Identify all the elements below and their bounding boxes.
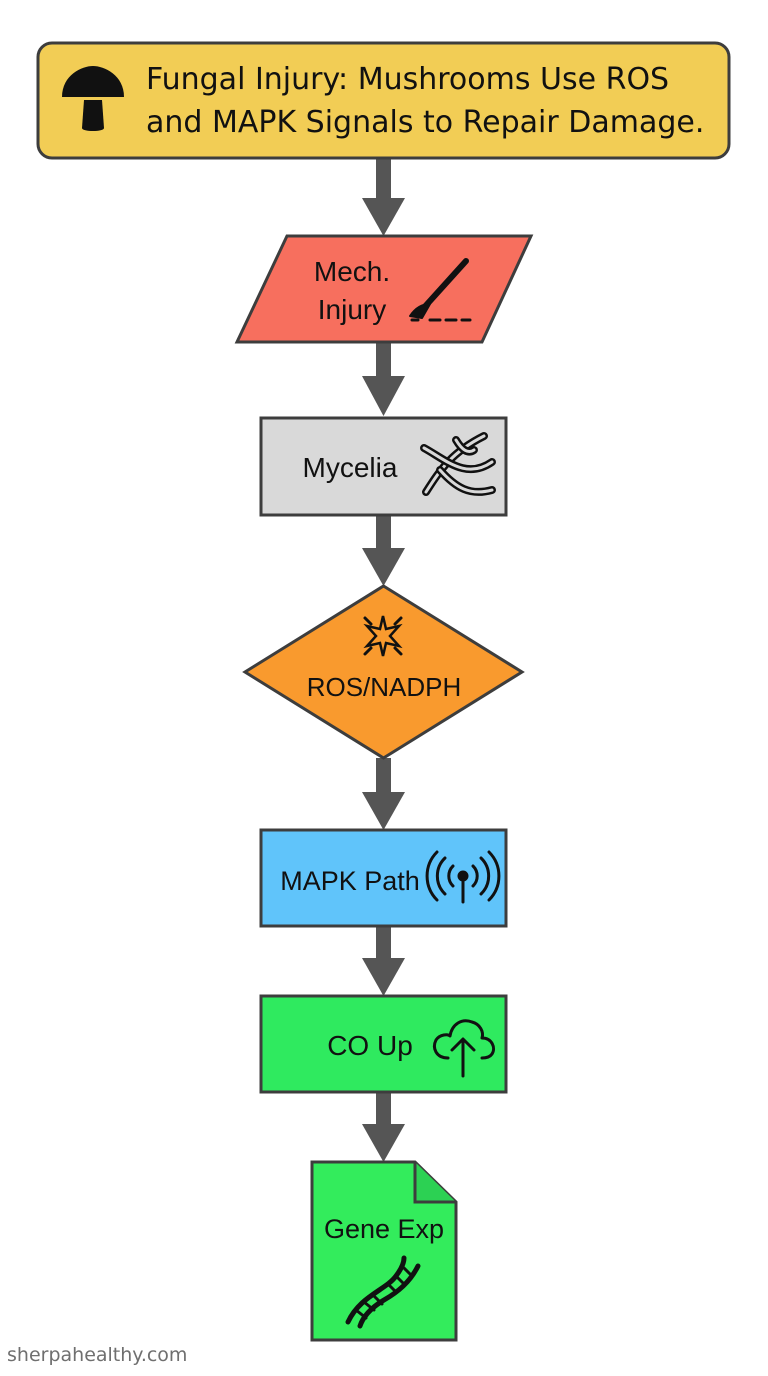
title-line-1: Fungal Injury: Mushrooms Use ROS [146, 62, 669, 97]
dna-icon [345, 1255, 421, 1329]
gene-exp-label: Gene Exp [324, 1214, 444, 1244]
mech-injury-label-line-2: Injury [318, 294, 386, 325]
scalpel-icon [409, 258, 472, 322]
node-mech-injury: Mech. Injury [234, 234, 534, 344]
node-mycelia: Mycelia [259, 416, 508, 517]
mycelia-label: Mycelia [303, 452, 398, 483]
connector-mech-to-mycelia [362, 342, 405, 416]
signal-antenna-icon [425, 850, 501, 904]
mushroom-icon [62, 66, 124, 131]
node-ros-nadph: ROS/NADPH [242, 584, 525, 760]
connector-title-to-mech [362, 158, 405, 236]
mech-injury-label-line-1: Mech. [314, 256, 390, 287]
node-mapk-path: MAPK Path [259, 828, 508, 928]
title-box: Fungal Injury: Mushrooms Use ROS and MAP… [36, 41, 731, 160]
cloud-upload-icon [433, 1019, 496, 1078]
connector-mapk-to-co [362, 926, 405, 996]
node-co-up: CO Up [259, 994, 508, 1094]
title-line-2: and MAPK Signals to Repair Damage. [146, 105, 704, 140]
co-up-label: CO Up [327, 1030, 413, 1061]
mycelia-icon [420, 432, 496, 496]
watermark: sherpahealthy.com [7, 1344, 188, 1366]
node-gene-exp: Gene Exp [310, 1160, 458, 1342]
mapk-path-label: MAPK Path [280, 866, 420, 896]
connector-ros-to-mapk [362, 758, 405, 830]
ros-nadph-label: ROS/NADPH [307, 672, 462, 702]
connector-mycelia-to-ros [362, 515, 405, 586]
burst-icon [363, 615, 403, 657]
connector-co-to-gene [362, 1092, 405, 1162]
